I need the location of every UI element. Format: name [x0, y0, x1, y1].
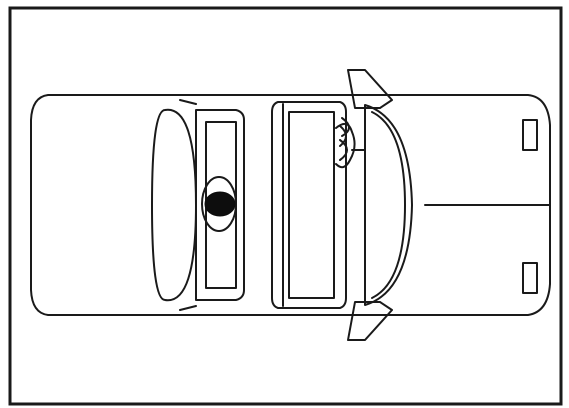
windshield-inner [371, 111, 406, 299]
front-seat [271, 101, 347, 309]
rear-pillars [179, 99, 197, 311]
rear-window [151, 108, 197, 302]
occupant-outline [201, 176, 237, 232]
rear-seat [195, 109, 245, 301]
occupant-head [204, 191, 236, 217]
rear-seat-cushion [205, 121, 237, 289]
car-body [30, 94, 551, 316]
right-mirror [347, 301, 393, 341]
front-right-light [522, 262, 538, 294]
windshield [364, 104, 413, 306]
front-seat-cushion [288, 111, 335, 299]
left-mirror [347, 69, 393, 109]
front-left-light [522, 119, 538, 151]
car-outline-group [30, 69, 551, 341]
